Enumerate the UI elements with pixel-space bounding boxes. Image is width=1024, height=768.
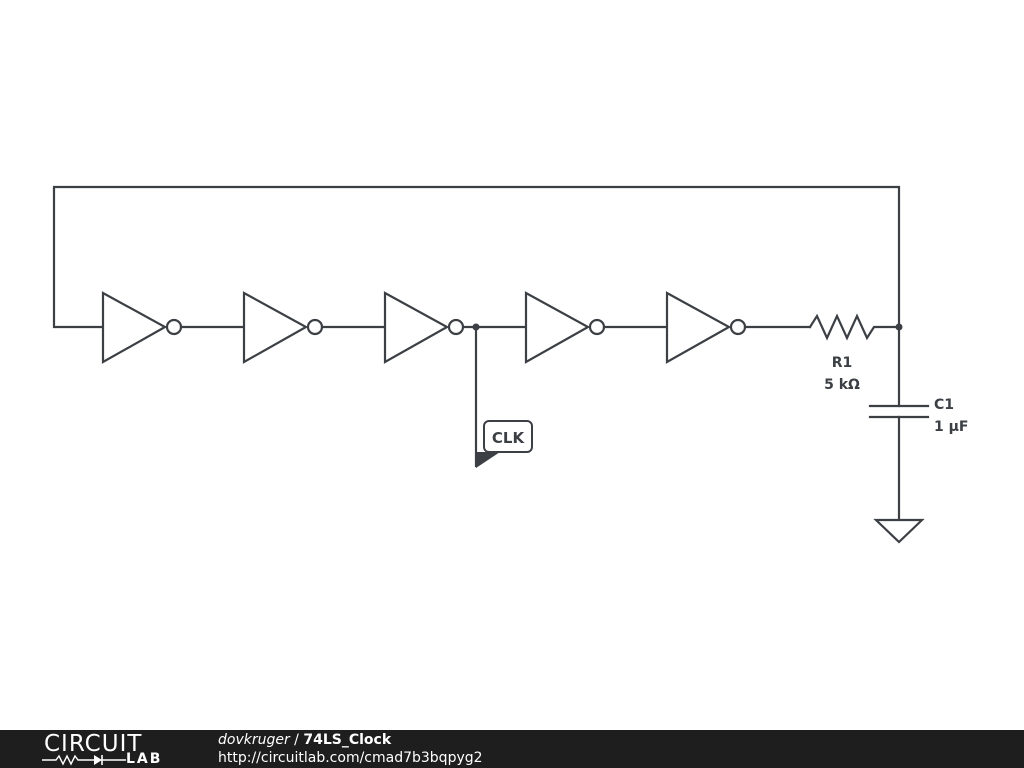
author-name[interactable]: dovkruger — [218, 732, 290, 748]
inverter-4 — [524, 291, 606, 364]
inverter-5 — [665, 291, 747, 364]
logo-text-lab: LAB — [126, 751, 163, 767]
clk-label: CLK — [492, 429, 526, 447]
c1-value: 1 µF — [934, 419, 968, 435]
ground-symbol — [873, 518, 925, 544]
circuitlab-logo[interactable]: CIRCUIT LAB — [40, 731, 180, 767]
byline-separator: / — [289, 732, 304, 748]
inverter-2 — [242, 291, 324, 364]
clk-net-flag: CLK — [476, 420, 533, 468]
r1-name: R1 — [832, 355, 853, 371]
circuit-byline: dovkruger / 74LS_Clock — [218, 731, 483, 749]
circuit-url[interactable]: http://circuitlab.com/cmad7b3bqpyg2 — [218, 750, 483, 766]
logo-resistor-diode-icon — [42, 754, 126, 766]
footer-bar: CIRCUIT LAB dovkruger / 74LS_Clock http:… — [0, 730, 1024, 768]
schematic-diagram: CLK R1 5 kΩ C1 1 µF — [52, 185, 968, 544]
capacitor-c1 — [868, 404, 930, 419]
inverter-1 — [101, 291, 183, 364]
feedback-wire — [52, 185, 901, 329]
logo-text-circuit: CIRCUIT — [44, 731, 143, 757]
circuit-title[interactable]: 74LS_Clock — [303, 732, 392, 748]
c1-name: C1 — [934, 397, 954, 413]
circuit-info: dovkruger / 74LS_Clock http://circuitlab… — [218, 731, 483, 767]
r1-value: 5 kΩ — [824, 377, 860, 393]
resistor-r1 — [808, 313, 901, 341]
inverter-3 — [383, 291, 465, 364]
schematic-canvas: CLK R1 5 kΩ C1 1 µF — [52, 185, 969, 544]
